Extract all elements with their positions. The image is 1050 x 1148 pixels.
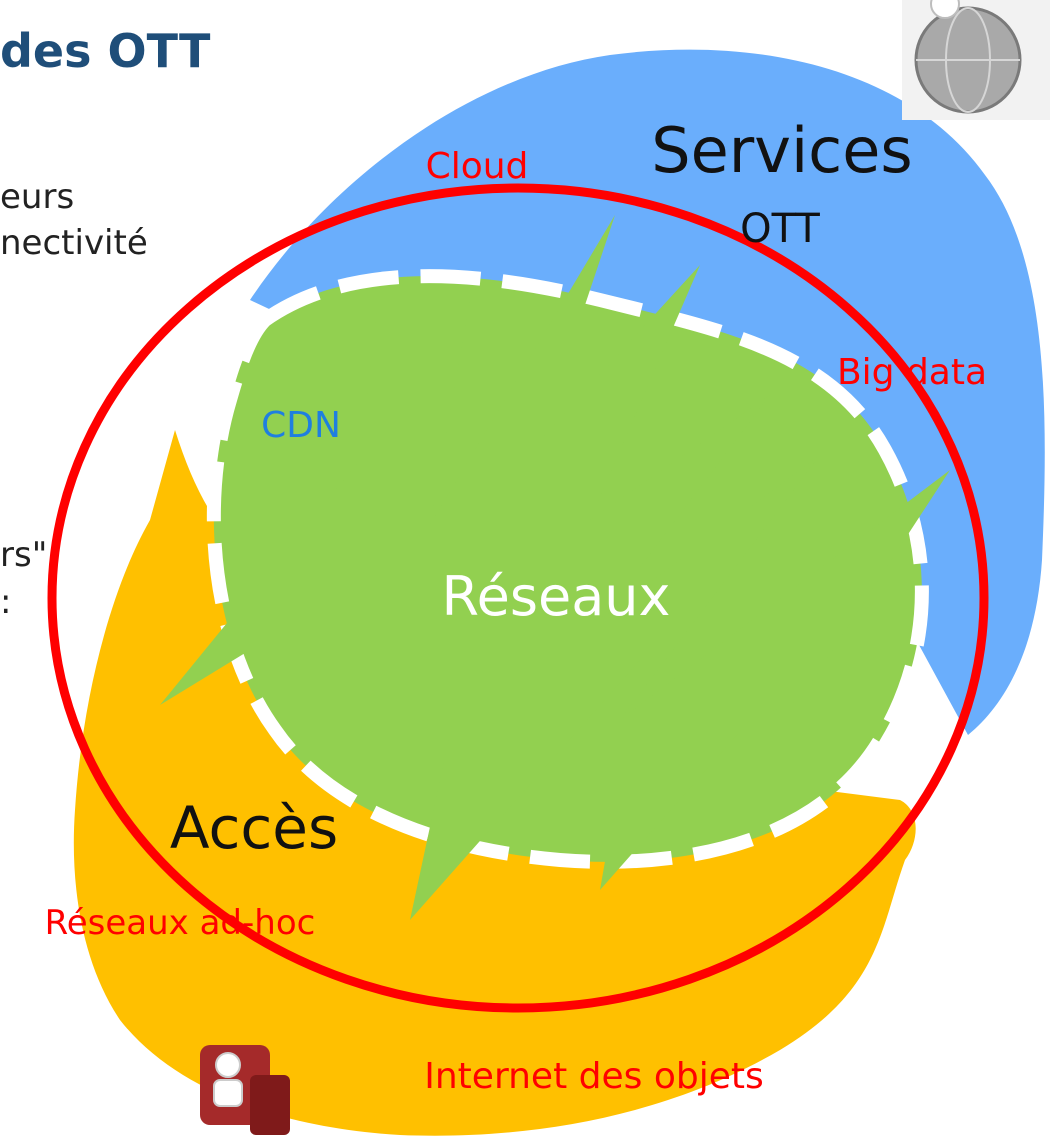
globe-figure-icon	[902, 0, 1050, 120]
body-text-line-4: :	[0, 582, 12, 622]
acces-label: Accès	[170, 794, 338, 862]
body-text-line-1: eurs	[0, 177, 75, 217]
cloud-label: Cloud	[426, 146, 529, 187]
ring-outline	[47, 183, 989, 1013]
slide-title: des OTT	[0, 24, 211, 78]
reseaux-label: Réseaux	[442, 565, 671, 628]
network-spikes	[160, 215, 950, 920]
body-text-line-3: rs"	[0, 535, 48, 575]
person-on-sofa-icon	[200, 1045, 290, 1135]
iot-label: Internet des objets	[424, 1056, 764, 1097]
body-text-line-2: nectivité	[0, 223, 148, 263]
ott-label: OTT	[740, 206, 820, 252]
cdn-label: CDN	[261, 405, 341, 446]
services-label: Services	[651, 114, 912, 187]
bigdata-label: Big data	[837, 352, 987, 393]
adhoc-label: Réseaux ad-hoc	[45, 903, 316, 943]
